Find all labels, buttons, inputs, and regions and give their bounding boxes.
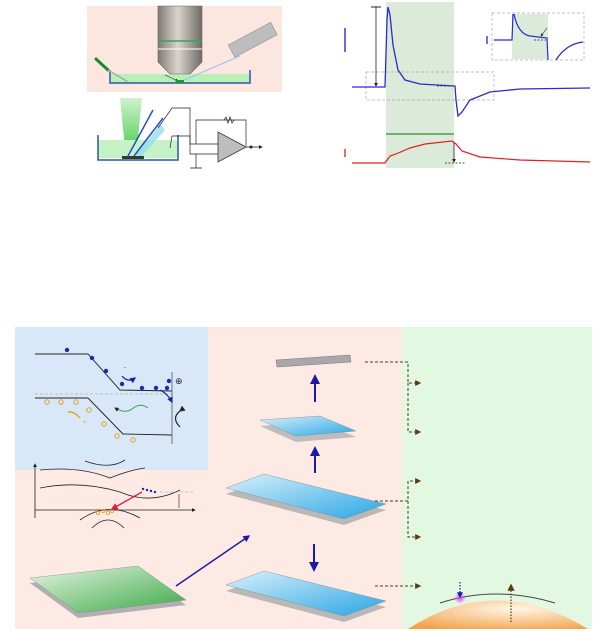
- wire-inverting: [157, 107, 218, 145]
- physical-processes-bg: [15, 327, 208, 470]
- redox-arrow: [174, 405, 186, 428]
- electron-arrow: [121, 375, 136, 384]
- electrode-wire: [127, 109, 154, 157]
- biointerfaces-bg: [402, 327, 592, 629]
- conduction-band: [35, 353, 173, 392]
- panel-a: [87, 5, 282, 169]
- panel-b: [344, 2, 591, 168]
- ground-electrode: [94, 57, 110, 72]
- thermal-trace: [352, 140, 591, 164]
- h-plus-label: +: [83, 420, 87, 426]
- pipette: [181, 55, 241, 82]
- bath-solution: [110, 74, 250, 83]
- plus-charges-icon: ⊕: [175, 376, 183, 386]
- recombination-arrow: [110, 491, 143, 510]
- silicon-sample: [122, 156, 144, 159]
- holes: [44, 399, 136, 443]
- pipette-holder: [227, 22, 278, 58]
- inset-trace: [494, 13, 584, 61]
- op-amp: [217, 131, 247, 163]
- tissue: [408, 600, 588, 629]
- hole-arrow: [67, 411, 81, 419]
- materials-bg: [210, 327, 402, 629]
- valence-band: [35, 397, 173, 436]
- feedback-resistor: [223, 115, 235, 125]
- objective-lens: [157, 5, 203, 75]
- nanowire-device: [275, 354, 352, 368]
- zoom-box: [365, 71, 495, 101]
- band-curves: [39, 459, 181, 499]
- panel-d: - + ⊕: [15, 327, 592, 629]
- ptype-slab: [29, 565, 187, 614]
- e-minus-label: -: [124, 365, 126, 371]
- pin-slab: [225, 473, 387, 520]
- circuit-bath: [98, 140, 178, 158]
- led-current-trace: [352, 6, 591, 118]
- membrane-device: [259, 415, 357, 437]
- electrons: [64, 347, 172, 391]
- au-decorated-slab: [225, 570, 387, 617]
- diode-junction-arrow: [175, 535, 251, 587]
- photon-wave: [114, 404, 149, 412]
